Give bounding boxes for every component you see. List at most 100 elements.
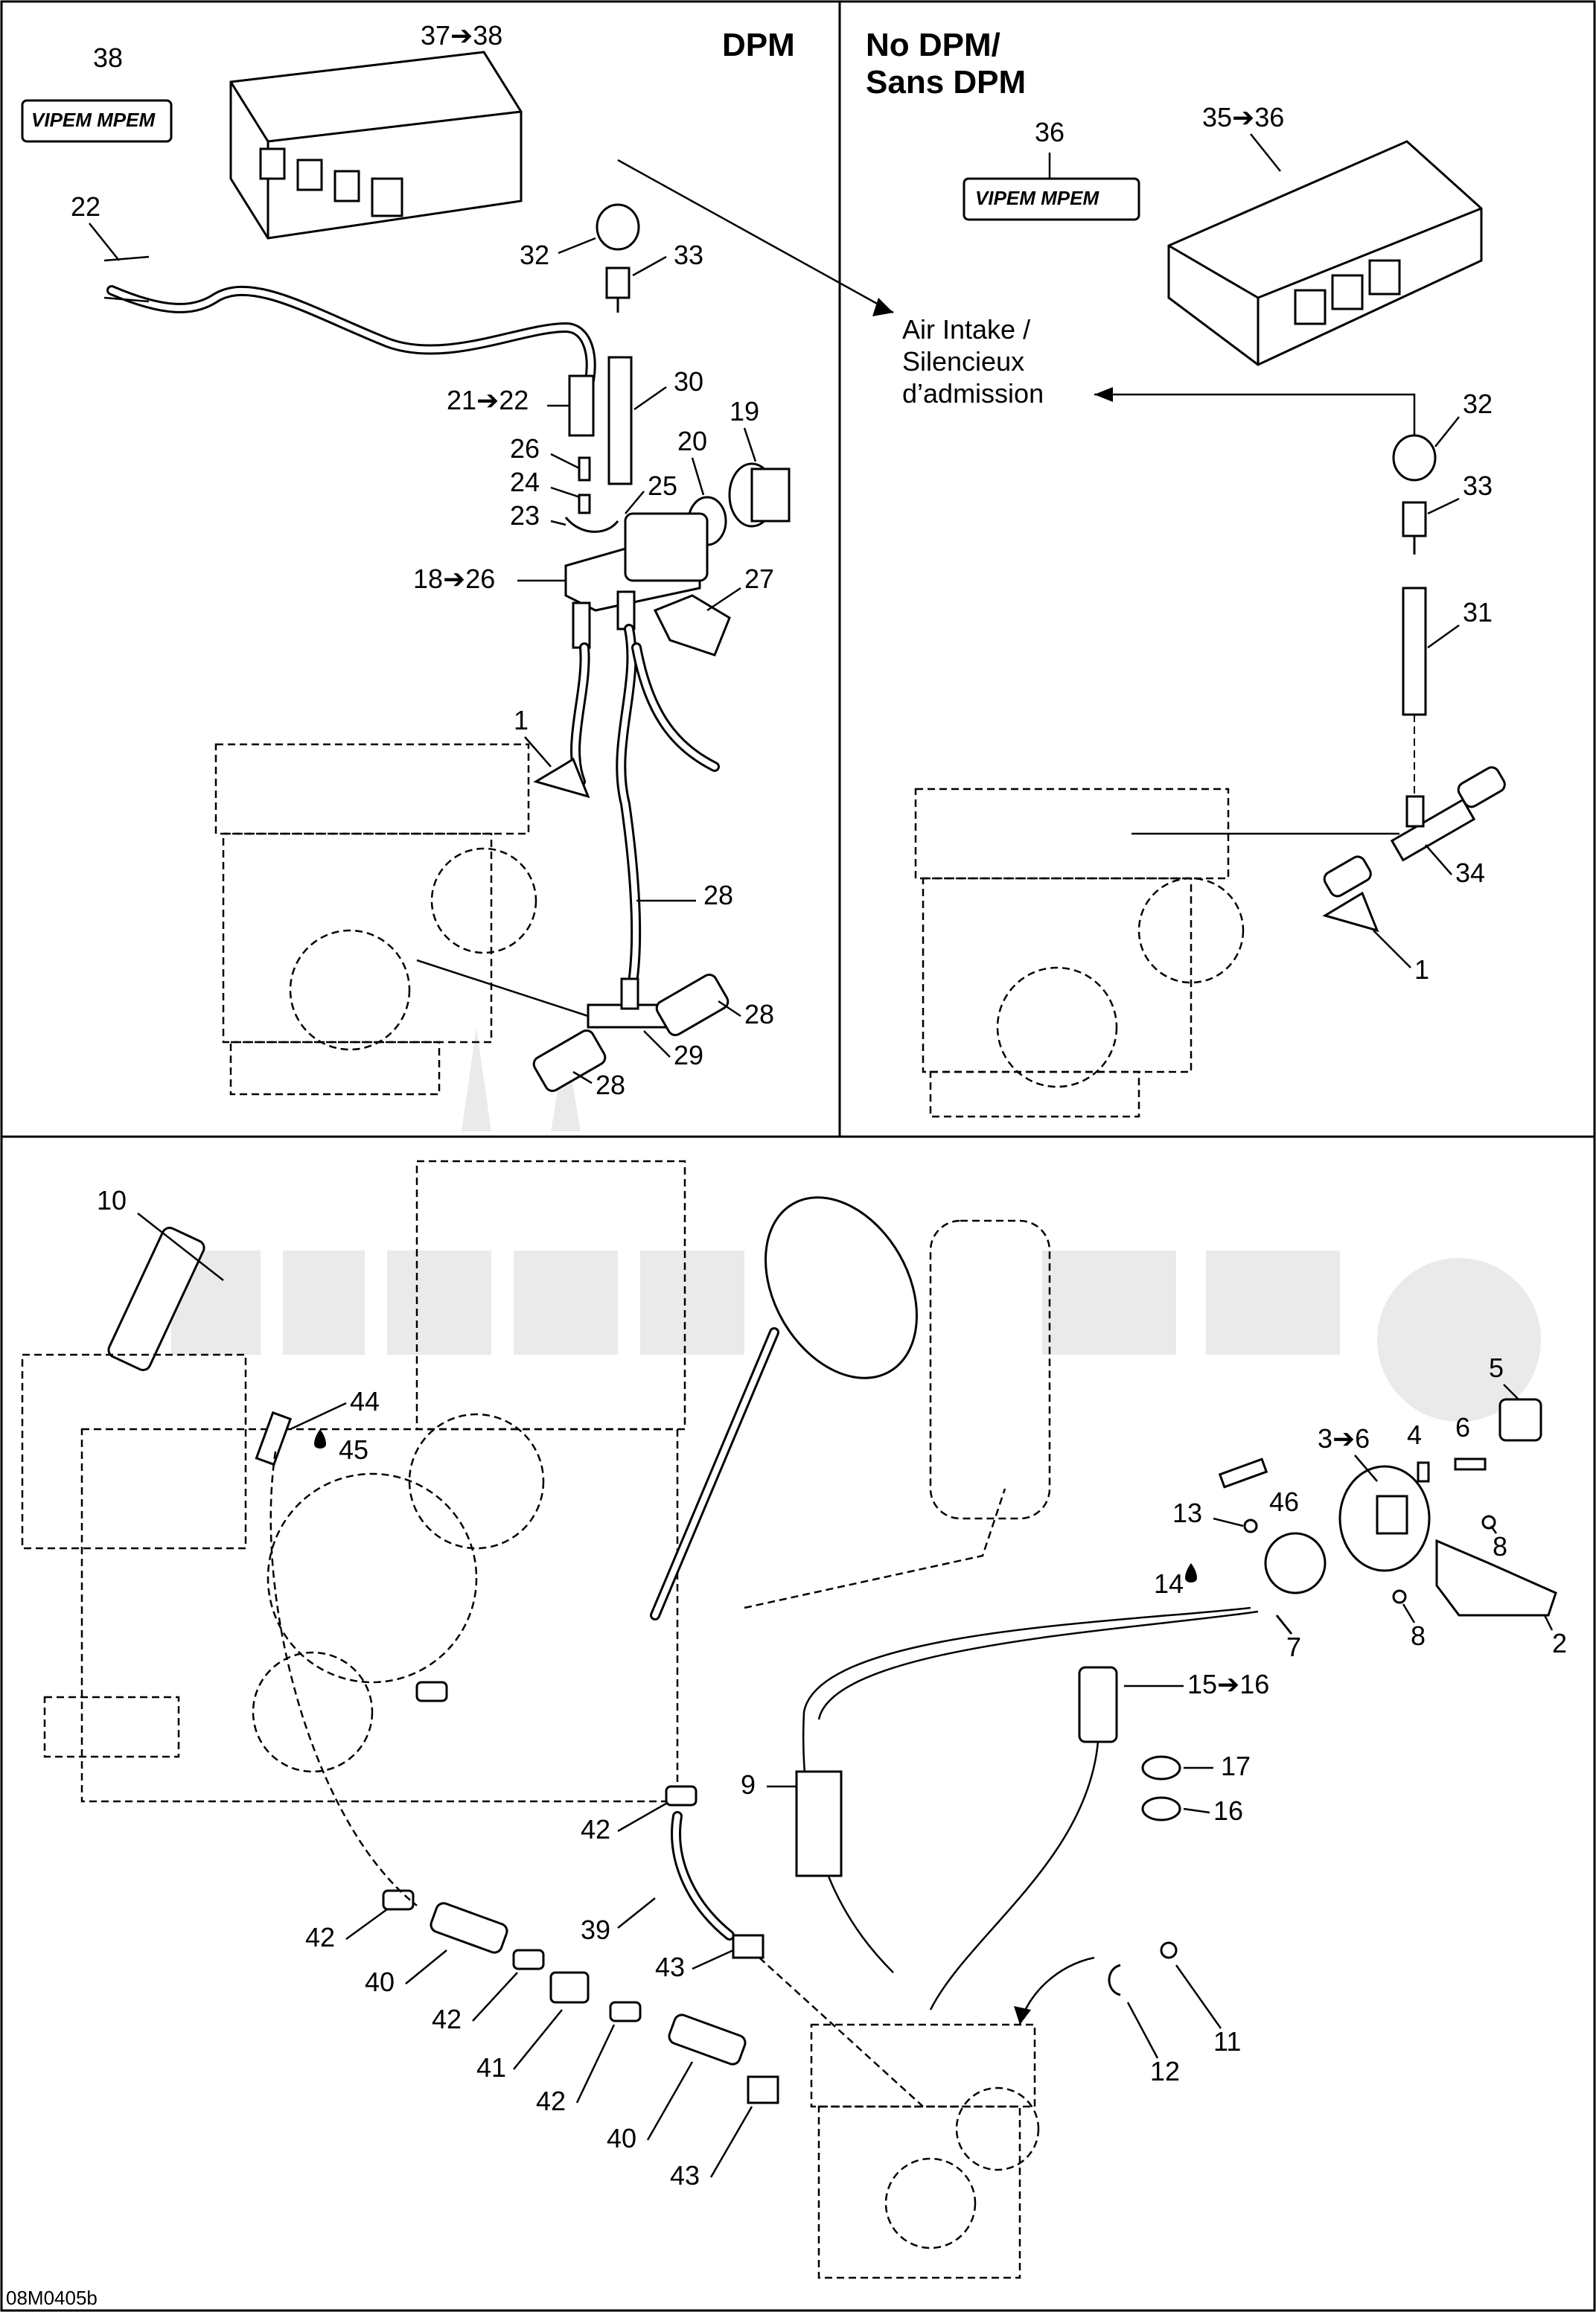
callout-42-b: 42 <box>305 1922 335 1952</box>
grommet-part-32-right <box>1392 434 1437 482</box>
callout-33-right: 33 <box>1463 470 1493 501</box>
callout-41: 41 <box>476 2052 506 2083</box>
clip-part-12 <box>1108 1964 1121 1996</box>
cap-part-5 <box>1498 1398 1542 1442</box>
fitting-part-43-b <box>747 2075 779 2104</box>
callout-1-left: 1 <box>514 705 529 735</box>
callout-14: 14 <box>1154 1568 1184 1599</box>
callout-8-a: 8 <box>1493 1531 1507 1562</box>
callout-18-26: 18➔26 <box>413 563 495 594</box>
arrow-to-air-intake-dpm <box>617 159 894 314</box>
callout-9: 9 <box>741 1769 756 1800</box>
lubricant-drop-icon-14 <box>1185 1563 1197 1583</box>
arrow-to-air-intake-no-dpm <box>1094 393 1416 454</box>
callout-38: 38 <box>93 42 123 73</box>
callout-16: 16 <box>1213 1795 1243 1826</box>
screw-part-7 <box>1275 1615 1293 1635</box>
callout-46: 46 <box>1269 1486 1299 1517</box>
callout-44: 44 <box>350 1386 380 1417</box>
nut-part-17 <box>1141 1755 1181 1781</box>
hose-part-10 <box>107 1227 205 1371</box>
cover-part-46 <box>1264 1532 1327 1594</box>
screw-part-8-a <box>1481 1515 1496 1530</box>
callout-32-right: 32 <box>1463 389 1493 419</box>
connector-part-21 <box>568 374 595 437</box>
svg-text:VIPEM MPEM: VIPEM MPEM <box>975 187 1099 209</box>
callout-12: 12 <box>1150 2056 1180 2086</box>
carburetor-assembly-dpm <box>214 743 537 1096</box>
clamp-part-42-a <box>415 1681 448 1702</box>
callout-22: 22 <box>71 191 100 222</box>
air-intake-label-line2: Silencieux <box>902 346 1024 377</box>
vipem-mpem-label-decal-no-dpm: VIPEM MPEM <box>963 177 1140 221</box>
dpm-header: DPM <box>722 27 795 63</box>
no-dpm-header-line2: Sans DPM <box>866 64 1026 100</box>
dpm-solenoid-valve <box>564 512 709 649</box>
callout-7: 7 <box>1286 1632 1301 1662</box>
callout-21-22: 21➔22 <box>447 385 529 415</box>
tube-part-30 <box>607 356 633 485</box>
washer-part-16 <box>1141 1796 1181 1821</box>
fitting-part-43-a <box>732 1934 765 1959</box>
fuel-line-path <box>269 1451 418 1906</box>
grommet-part-32 <box>596 203 640 251</box>
clamp-part-1-right <box>1322 891 1379 933</box>
clamp-part-42-c <box>512 1949 545 1970</box>
callout-40-a: 40 <box>365 1967 395 1997</box>
washer-part-11 <box>1160 1941 1178 1959</box>
wiring-harness <box>103 255 596 392</box>
callout-34: 34 <box>1455 858 1485 888</box>
watermark <box>171 1027 1541 1422</box>
fitting-part-33 <box>605 266 631 313</box>
washer-part-13 <box>1243 1519 1258 1533</box>
callout-23: 23 <box>510 500 540 531</box>
callout-43-b: 43 <box>670 2160 700 2191</box>
callout-3-6: 3➔6 <box>1318 1423 1370 1454</box>
air-intake-label-line1: Air Intake / <box>902 314 1030 345</box>
callout-42-c: 42 <box>432 2004 462 2034</box>
callout-42-a: 42 <box>581 1814 610 1845</box>
throttle-cable <box>802 1606 1251 1973</box>
hose-part-40-b <box>668 2014 747 2066</box>
callout-6: 6 <box>1455 1412 1470 1443</box>
callout-35-36: 35➔36 <box>1202 102 1284 132</box>
callout-10: 10 <box>97 1185 127 1216</box>
callout-27: 27 <box>744 563 774 594</box>
hose-part-40-a <box>430 1902 508 1954</box>
clamp-part-1-left <box>533 757 590 799</box>
callout-28-a: 28 <box>703 880 733 910</box>
switch-part-6 <box>1454 1457 1487 1471</box>
callout-2: 2 <box>1552 1628 1567 1658</box>
electronic-module-dpm <box>229 51 523 240</box>
callout-4: 4 <box>1407 1420 1422 1450</box>
callout-28-c: 28 <box>596 1070 625 1100</box>
callout-26: 26 <box>510 433 540 464</box>
hose-part-28-short-right <box>655 974 730 1036</box>
callout-1-right: 1 <box>1414 954 1429 985</box>
screw-part-4 <box>1417 1461 1430 1483</box>
callout-30: 30 <box>674 366 703 397</box>
callout-43-a: 43 <box>655 1952 685 1982</box>
callout-40-b: 40 <box>607 2123 636 2153</box>
fitting-part-44 <box>255 1411 293 1466</box>
callout-17: 17 <box>1221 1751 1251 1781</box>
svg-text:VIPEM MPEM: VIPEM MPEM <box>31 109 156 131</box>
callout-19: 19 <box>730 396 759 427</box>
clip-part-23 <box>564 517 619 533</box>
callout-37-38: 37➔38 <box>421 20 502 51</box>
callout-42-d: 42 <box>536 2086 566 2116</box>
throttle-lever-part-2 <box>1435 1539 1557 1617</box>
callout-24: 24 <box>510 467 540 497</box>
carburetor-assembly-no-dpm <box>914 788 1245 1118</box>
no-dpm-header-line1: No DPM/ <box>866 27 1000 63</box>
carburetor-assembly-bottom <box>810 2023 1040 2279</box>
callout-15-16: 15➔16 <box>1187 1669 1269 1699</box>
screw-part-8-b <box>1392 1589 1407 1604</box>
air-silencer <box>650 1196 1051 1620</box>
callout-5: 5 <box>1489 1353 1504 1383</box>
engine-assembly <box>21 1160 686 1803</box>
callout-31: 31 <box>1463 597 1493 628</box>
callout-39: 39 <box>581 1915 610 1945</box>
